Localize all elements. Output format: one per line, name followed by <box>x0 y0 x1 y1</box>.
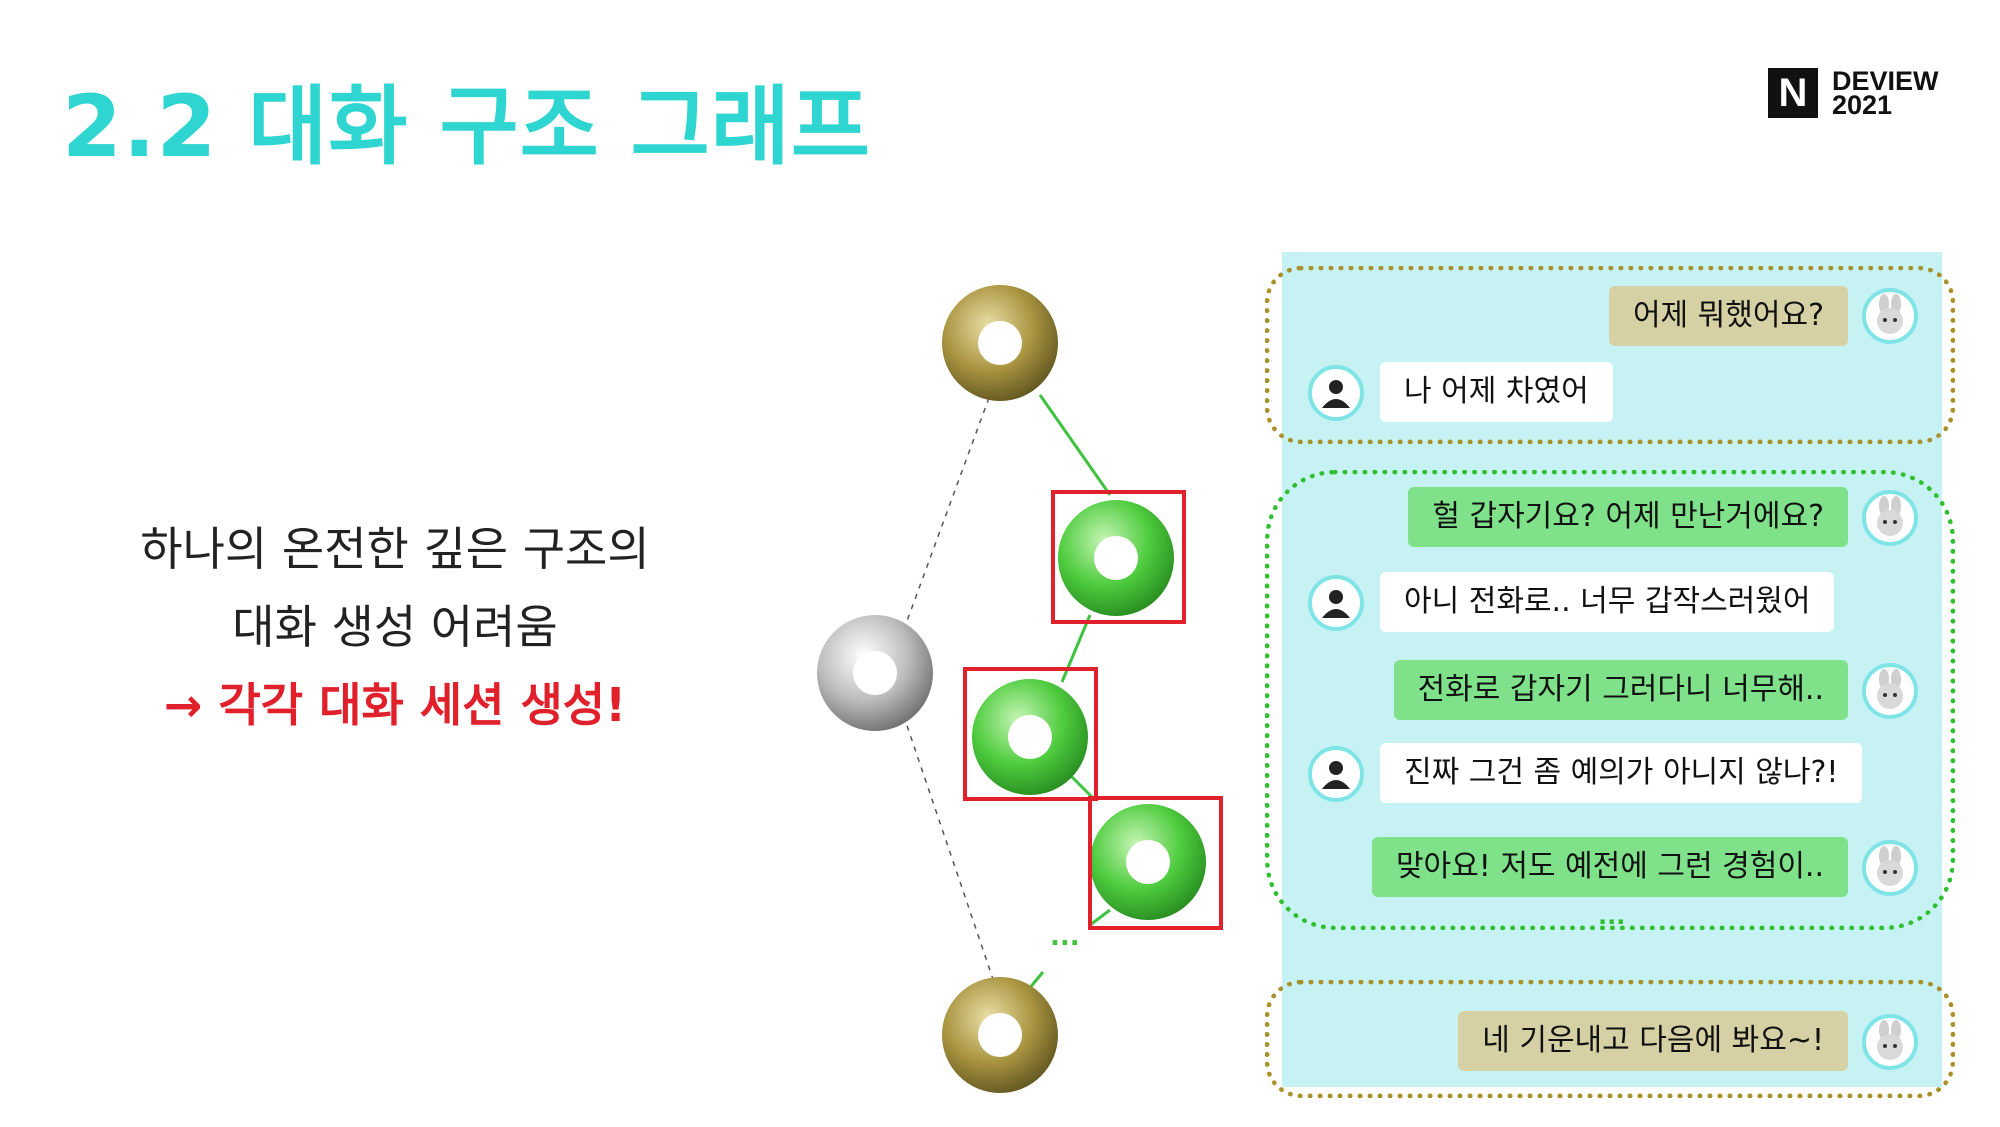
chat-bubble-bot: 헐 갑자기요? 어제 만난거에요? <box>1408 487 1848 547</box>
description: 하나의 온전한 깊은 구조의 대화 생성 어려움 → 각각 대화 세션 생성! <box>100 510 690 744</box>
node-session-3 <box>1088 796 1223 930</box>
edge-root-top <box>899 394 991 641</box>
description-conclusion: → 각각 대화 세션 생성! <box>163 678 627 732</box>
session-group-1 <box>1265 266 1955 444</box>
bot-avatar-icon <box>1862 840 1918 896</box>
user-avatar-icon <box>1308 575 1364 631</box>
node-session-1 <box>1051 490 1186 624</box>
session-group-3 <box>1265 980 1955 1098</box>
brand-text: DEVIEW 2021 <box>1832 66 1939 120</box>
bot-avatar-icon <box>1862 1014 1918 1070</box>
chat-bubble-bot: 전화로 갑자기 그러다니 너무해.. <box>1393 660 1848 720</box>
brand-line-1: DEVIEW <box>1832 66 1939 96</box>
user-avatar-icon <box>1308 365 1364 421</box>
session-group-2 <box>1265 470 1955 930</box>
description-line-2: 대화 생성 어려움 <box>232 600 558 654</box>
edge-node3-node4 <box>1068 773 1097 802</box>
user-avatar-icon <box>1308 746 1364 802</box>
node-root <box>817 615 933 731</box>
node-bottom <box>942 977 1058 1093</box>
chat-bubble-bot: 맞아요! 저도 예전에 그런 경험이.. <box>1371 837 1848 897</box>
graph-ellipsis: ... <box>1050 922 1080 952</box>
description-line-1: 하나의 온전한 깊은 구조의 <box>140 522 650 576</box>
node-top <box>942 285 1058 401</box>
page-title: 2.2 대화 구조 그래프 <box>62 77 872 177</box>
chat-bubble-user: 진짜 그건 좀 예의가 아니지 않나?! <box>1380 743 1863 803</box>
edge-root-bottom <box>899 704 996 986</box>
naver-logo-icon: N <box>1768 68 1818 118</box>
chat-bubble-bot: 어제 뭐했어요? <box>1608 286 1848 346</box>
chat-ellipsis: ... <box>1598 902 1626 930</box>
bot-avatar-icon <box>1862 490 1918 546</box>
bot-avatar-icon <box>1862 663 1918 719</box>
node-session-2 <box>963 667 1098 801</box>
edge-top-node2 <box>1038 394 1112 496</box>
edge-node2-node3 <box>1060 614 1092 683</box>
chat-bubble-user: 아니 전화로.. 너무 갑작스러웠어 <box>1380 572 1835 632</box>
deview-logo: N DEVIEW 2021 <box>1768 66 1939 120</box>
bot-avatar-icon <box>1862 288 1918 344</box>
chat-bubble-bot: 네 기운내고 다음에 봐요~! <box>1458 1011 1848 1071</box>
chat-bubble-user: 나 어제 차였어 <box>1380 362 1613 422</box>
brand-line-2: 2021 <box>1832 90 1893 120</box>
edge-node4-tail <box>1089 908 1111 927</box>
